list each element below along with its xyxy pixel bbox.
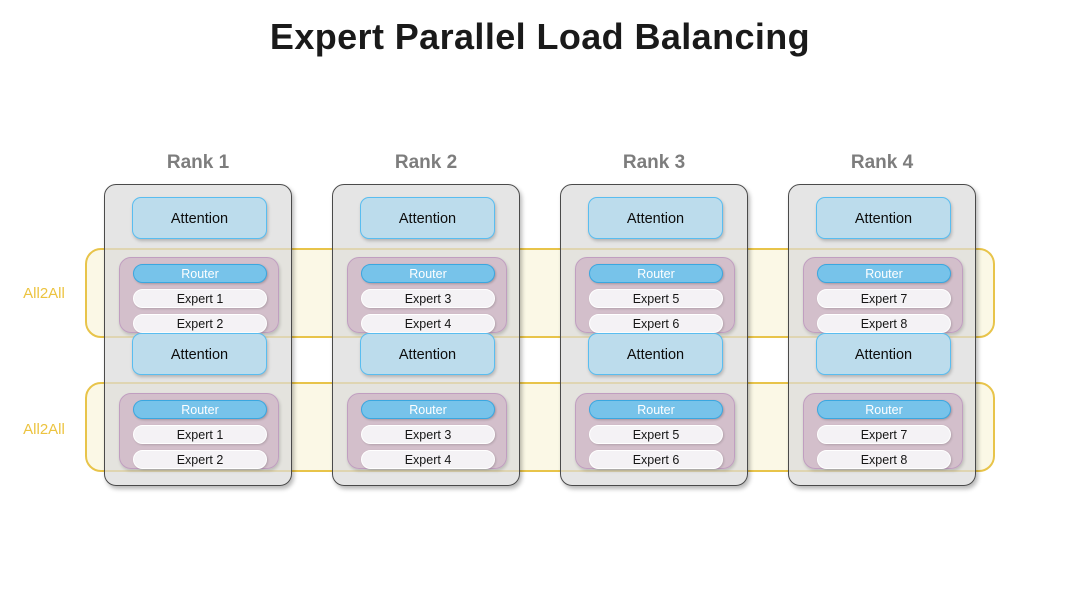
attention-block-r4-l1: Attention (816, 197, 951, 239)
router-r4-l1: Router (817, 264, 951, 283)
all2all-label-layer-1: All2All (23, 285, 65, 302)
moe-block-r4-l1: Router Expert 7 Expert 8 (803, 257, 963, 333)
router-r1-l2: Router (133, 400, 267, 419)
attention-block-r3-l1: Attention (588, 197, 723, 239)
page-title: Expert Parallel Load Balancing (269, 16, 811, 57)
expert-r1-l2-1: Expert 1 (133, 425, 267, 444)
expert-r2-l1-2: Expert 4 (361, 314, 495, 333)
expert-r2-l2-1: Expert 3 (361, 425, 495, 444)
moe-block-r3-l1: Router Expert 5 Expert 6 (575, 257, 735, 333)
attention-block-r1-l2: Attention (132, 333, 267, 375)
all2all-label-layer-2: All2All (23, 421, 65, 438)
attention-block-r1-l1: Attention (132, 197, 267, 239)
rank-box-3: Attention Router Expert 5 Expert 6 Atten… (560, 184, 748, 486)
rank-label-1: Rank 1 (166, 152, 230, 173)
rank-box-2: Attention Router Expert 3 Expert 4 Atten… (332, 184, 520, 486)
rank-box-4: Attention Router Expert 7 Expert 8 Atten… (788, 184, 976, 486)
router-r2-l1: Router (361, 264, 495, 283)
expert-r1-l2-2: Expert 2 (133, 450, 267, 469)
rank-label-4: Rank 4 (850, 152, 914, 173)
attention-block-r4-l2: Attention (816, 333, 951, 375)
rank-column-4: Rank 4 Attention Router Expert 7 Expert … (788, 152, 976, 486)
expert-r2-l2-2: Expert 4 (361, 450, 495, 469)
expert-r2-l1-1: Expert 3 (361, 289, 495, 308)
expert-r1-l1-1: Expert 1 (133, 289, 267, 308)
expert-r4-l1-2: Expert 8 (817, 314, 951, 333)
router-r1-l1: Router (133, 264, 267, 283)
attention-block-r2-l1: Attention (360, 197, 495, 239)
expert-r1-l1-2: Expert 2 (133, 314, 267, 333)
expert-r4-l1-1: Expert 7 (817, 289, 951, 308)
router-r3-l2: Router (589, 400, 723, 419)
rank-box-1: Attention Router Expert 1 Expert 2 Atten… (104, 184, 292, 486)
rank-column-1: Rank 1 Attention Router Expert 1 Expert … (104, 152, 292, 486)
moe-block-r4-l2: Router Expert 7 Expert 8 (803, 393, 963, 469)
router-r4-l2: Router (817, 400, 951, 419)
expert-r4-l2-1: Expert 7 (817, 425, 951, 444)
router-r3-l1: Router (589, 264, 723, 283)
moe-block-r1-l2: Router Expert 1 Expert 2 (119, 393, 279, 469)
moe-block-r1-l1: Router Expert 1 Expert 2 (119, 257, 279, 333)
rank-column-2: Rank 2 Attention Router Expert 3 Expert … (332, 152, 520, 486)
attention-block-r3-l2: Attention (588, 333, 723, 375)
moe-block-r3-l2: Router Expert 5 Expert 6 (575, 393, 735, 469)
expert-r3-l2-1: Expert 5 (589, 425, 723, 444)
moe-block-r2-l2: Router Expert 3 Expert 4 (347, 393, 507, 469)
moe-block-r2-l1: Router Expert 3 Expert 4 (347, 257, 507, 333)
rank-label-2: Rank 2 (394, 152, 458, 173)
router-r2-l2: Router (361, 400, 495, 419)
attention-block-r2-l2: Attention (360, 333, 495, 375)
expert-r3-l2-2: Expert 6 (589, 450, 723, 469)
expert-r3-l1-1: Expert 5 (589, 289, 723, 308)
rank-label-3: Rank 3 (622, 152, 686, 173)
rank-column-3: Rank 3 Attention Router Expert 5 Expert … (560, 152, 748, 486)
expert-r4-l2-2: Expert 8 (817, 450, 951, 469)
expert-r3-l1-2: Expert 6 (589, 314, 723, 333)
